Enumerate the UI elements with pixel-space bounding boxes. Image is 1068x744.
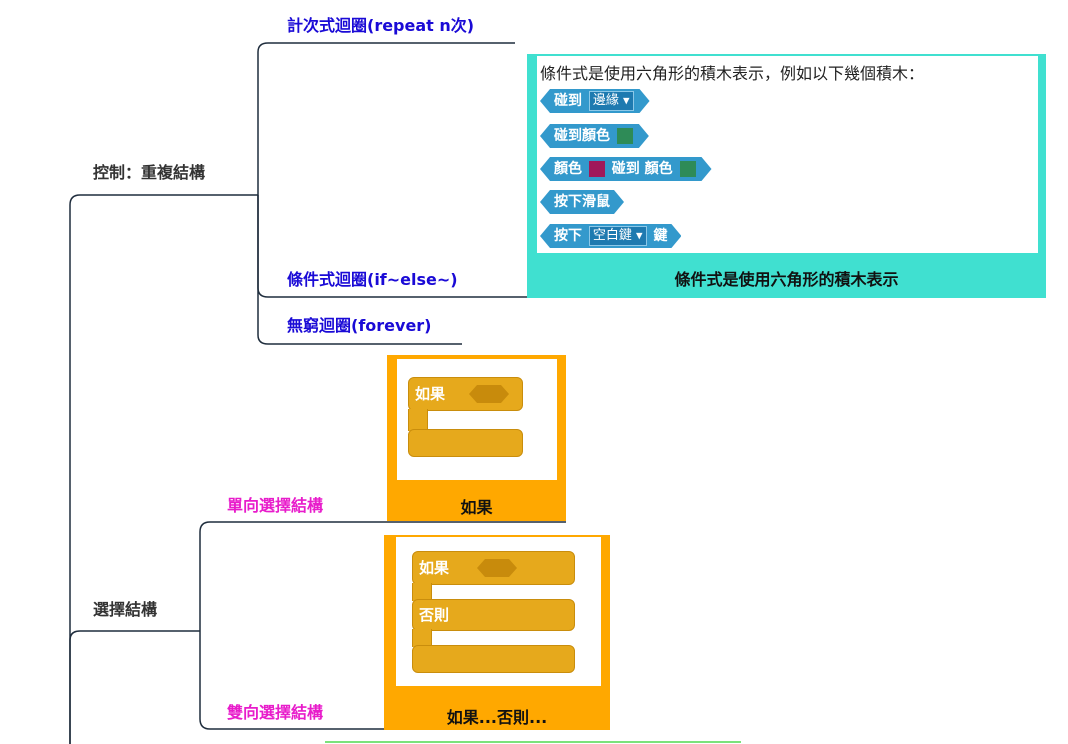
key-dropdown: 空白鍵 ▾ bbox=[589, 226, 647, 246]
if-else-else-label: 否則 bbox=[419, 606, 450, 624]
if-else-block-arm-2 bbox=[412, 629, 432, 647]
boolean-slot bbox=[469, 385, 509, 403]
selection-node: 選擇結構 bbox=[93, 600, 158, 619]
key-dropdown-value: 空白鍵 bbox=[592, 228, 632, 243]
color-prefix: 顏色 bbox=[554, 161, 582, 177]
if-else-block-middle: 否則 bbox=[412, 599, 575, 631]
condition-description: 條件式是使用六角形的積木表示，例如以下幾個積木： bbox=[540, 64, 925, 83]
if-else-block-bottom bbox=[412, 645, 575, 673]
touching-dropdown: 邊緣 ▾ bbox=[589, 91, 634, 111]
double-selection-branch: 雙向選擇結構 bbox=[227, 703, 324, 722]
boolean-slot-2 bbox=[477, 559, 517, 577]
color-suffix: 顏色 bbox=[644, 161, 673, 177]
if-else-panel: 如果 否則 如果...否則... bbox=[384, 535, 610, 730]
key-prefix: 按下 bbox=[554, 228, 582, 244]
if-else-block-arm-1 bbox=[412, 583, 432, 601]
key-pressed-block: 按下 空白鍵 ▾ 鍵 bbox=[540, 224, 681, 248]
green-swatch-2 bbox=[680, 161, 696, 177]
touching-color-block: 碰到顏色 bbox=[540, 124, 649, 148]
if-else-caption: 如果...否則... bbox=[446, 708, 548, 727]
if-panel: 如果 如果 bbox=[387, 355, 566, 521]
mouse-down-label: 按下滑鼠 bbox=[554, 194, 610, 210]
if-else-if-label: 如果 bbox=[419, 559, 450, 577]
condition-panel-content: 條件式是使用六角形的積木表示，例如以下幾個積木： 碰到 邊緣 ▾ 碰到顏色 顏色… bbox=[537, 56, 1038, 253]
if-block-top: 如果 bbox=[408, 377, 523, 411]
touching-prefix: 碰到 bbox=[554, 93, 582, 109]
single-selection-branch: 單向選擇結構 bbox=[227, 496, 324, 515]
condition-panel: 條件式是使用六角形的積木表示，例如以下幾個積木： 碰到 邊緣 ▾ 碰到顏色 顏色… bbox=[527, 54, 1046, 298]
if-else-panel-content: 如果 否則 bbox=[396, 537, 601, 686]
color-touching-label: 碰到 bbox=[611, 161, 640, 177]
touching-dropdown-value: 邊緣 bbox=[592, 93, 619, 108]
key-suffix: 鍵 bbox=[653, 228, 668, 244]
conditional-loop-branch: 條件式迴圈(if~else~) bbox=[287, 270, 458, 289]
touching-color-label: 碰到顏色 bbox=[554, 128, 610, 144]
control-loop-node: 控制：重複結構 bbox=[93, 163, 206, 182]
color-touching-color-block: 顏色 碰到 顏色 bbox=[540, 157, 712, 181]
if-block-bottom bbox=[408, 429, 523, 457]
repeat-n-branch: 計次式迴圈(repeat n次) bbox=[287, 16, 475, 35]
purple-swatch bbox=[589, 161, 605, 177]
if-caption: 如果 bbox=[460, 498, 493, 517]
mouse-down-block: 按下滑鼠 bbox=[540, 190, 624, 214]
if-block-arm bbox=[408, 409, 428, 431]
if-panel-content: 如果 bbox=[397, 359, 557, 480]
bottom-green-divider bbox=[325, 741, 741, 743]
touching-block: 碰到 邊緣 ▾ bbox=[540, 89, 650, 113]
condition-caption: 條件式是使用六角形的積木表示 bbox=[674, 270, 899, 289]
if-block-label: 如果 bbox=[415, 385, 446, 403]
if-else-block-top: 如果 bbox=[412, 551, 575, 585]
green-swatch bbox=[617, 128, 633, 144]
forever-loop-branch: 無窮迴圈(forever) bbox=[287, 316, 432, 335]
